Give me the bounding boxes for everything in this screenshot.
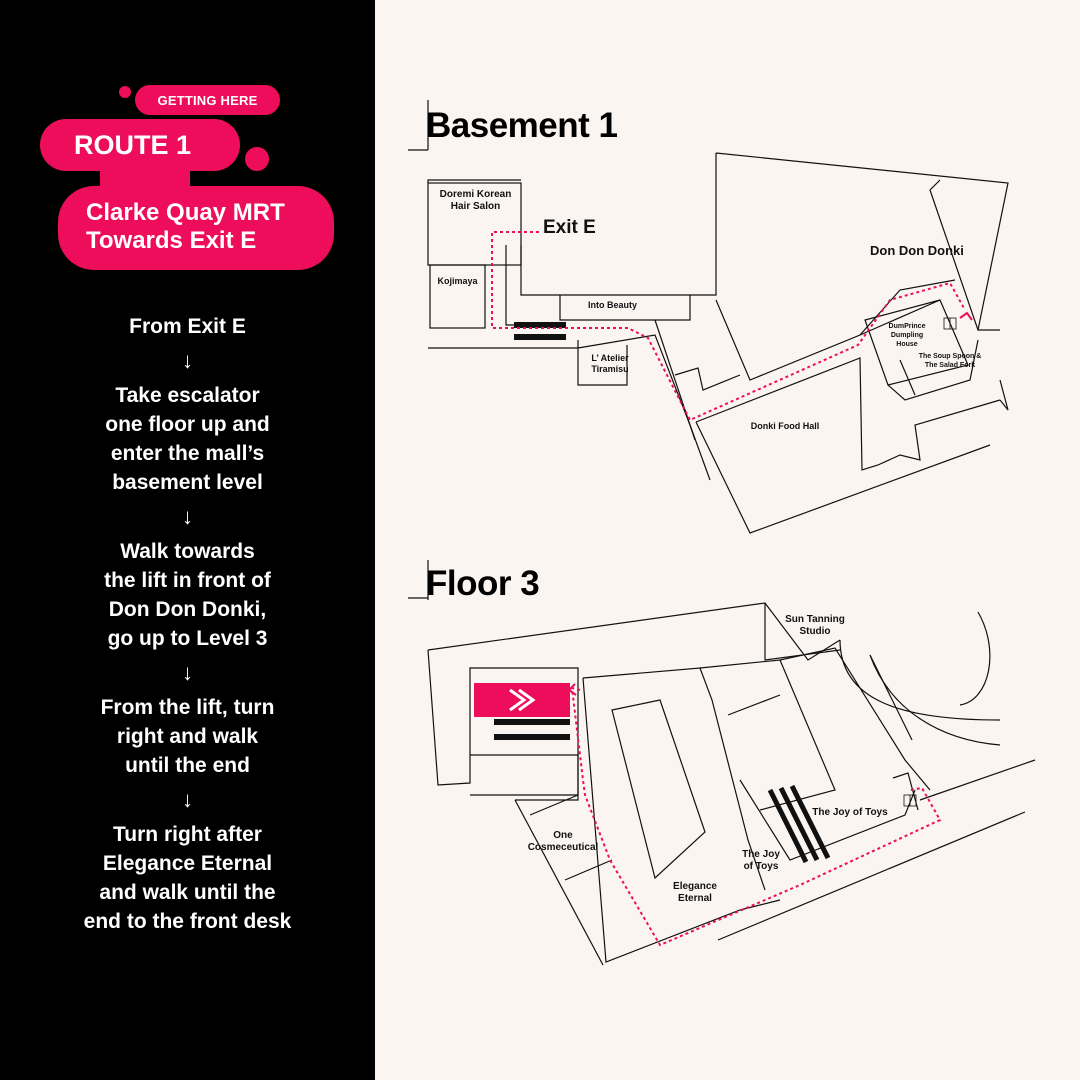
step-4: From the lift, turn right and walk until… [100,696,275,777]
map-panel: Basement 1 Doremi Korean Hair Salon Exit… [375,0,1080,1080]
destination-text: Clarke Quay MRT Towards Exit E [86,199,285,254]
route-badge: ROUTE 1 [40,119,240,171]
down-arrow-icon: ↓ [182,348,193,373]
basement-title: Basement 1 [426,106,618,145]
brand-chevron-logo [509,688,536,712]
getting-here-badge: GETTING HERE [135,85,280,115]
escalator-icon [494,719,570,725]
destination-badge: Clarke Quay MRT Towards Exit E [58,186,334,270]
floor-plans [408,100,1036,966]
label-soup-spoon: The Soup Spoon & The Salad Fork [918,353,982,369]
escalator-icon [514,322,566,328]
decor-dot-large [245,147,269,171]
down-arrow-icon: ↓ [182,660,193,685]
escalator-icon [767,784,831,864]
label-dumprince: DumPrince Dumpling House [888,323,926,348]
label-exit-e: Exit E [543,217,596,238]
label-sun-tanning: Sun Tanning Studio [785,614,845,637]
label-one-cosmeceutical: One Cosmeceutical [527,830,599,853]
label-kojimaya: Kojimaya [437,276,478,286]
decor-dot-small [119,86,131,98]
step-2: Take escalator one floor up and enter th… [105,384,270,494]
escalator-icon [494,734,570,740]
directions-panel: GETTING HERE ROUTE 1 Clarke Quay MRT Tow… [0,0,375,1080]
label-don-don-donki: Don Don Donki [870,243,964,258]
label-joy-of-toys-large: The Joy of Toys [812,807,888,818]
route-arrowhead [959,311,973,321]
down-arrow-icon: ↓ [182,504,193,529]
route-arrowhead [567,683,577,696]
step-list: From Exit E ↓ Take escalator one floor u… [0,312,375,936]
label-joy-of-toys-small: The Joy of Toys [742,849,780,872]
step-3: Walk towards the lift in front of Don Do… [104,540,271,650]
down-arrow-icon: ↓ [182,787,193,812]
label-doremi: Doremi Korean Hair Salon [439,189,512,212]
escalator-icon [514,334,566,340]
floor3-title: Floor 3 [426,564,540,603]
route-path-floor3 [570,686,942,947]
label-elegance-eternal: Elegance Eternal [673,881,717,904]
label-food-hall: Donki Food Hall [750,421,820,431]
lift-icon [903,794,917,807]
label-into-beauty: Into Beauty [587,300,637,310]
floor3-walls [408,560,1036,966]
step-1: From Exit E [129,315,246,338]
step-5: Turn right after Elegance Eternal and wa… [83,823,292,933]
basement-walls [408,100,1009,534]
lift-icon [943,317,957,330]
label-latelier: L’ Atelier Tiramisu [591,353,629,374]
